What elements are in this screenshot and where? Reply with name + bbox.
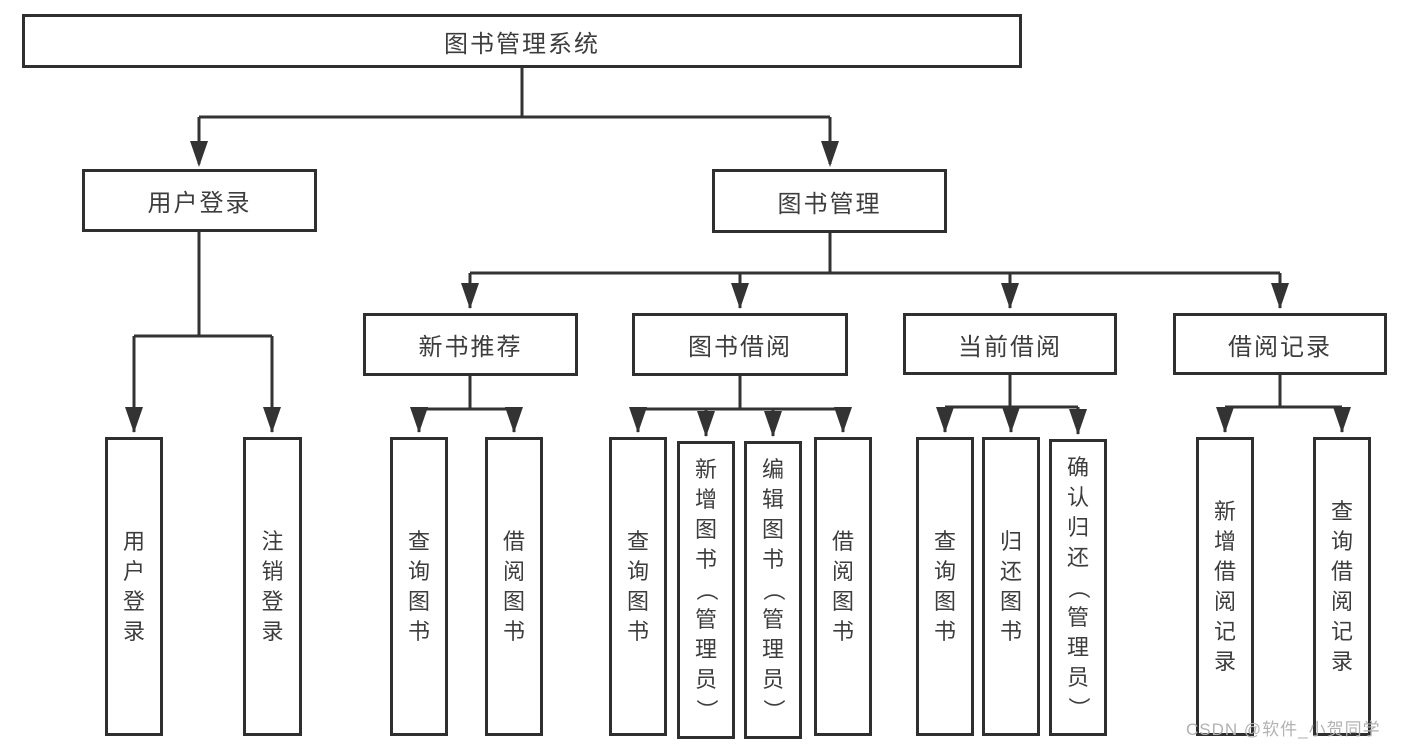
arrow-down-icon bbox=[936, 407, 954, 433]
arrow-down-icon bbox=[1216, 407, 1234, 433]
node-label: 图书管理 bbox=[777, 190, 882, 218]
arrow-down-icon bbox=[821, 141, 839, 167]
node-root: 图书管理系统 bbox=[22, 14, 1022, 68]
leaf-label: 注销登录 bbox=[261, 528, 284, 644]
leaf-user-login: 用户登录 bbox=[105, 437, 163, 736]
leaf-query-borrow-record: 查询借阅记录 bbox=[1313, 437, 1371, 736]
node-label: 借阅记录 bbox=[1228, 333, 1332, 361]
arrow-down-icon bbox=[263, 407, 281, 433]
arrow-down-icon bbox=[410, 407, 428, 433]
arrow-down-icon bbox=[1001, 283, 1019, 309]
arrowheads-level2 bbox=[190, 141, 839, 167]
connector-book-management-children bbox=[468, 232, 1282, 308]
leaf-query-books-recommend: 查询图书 bbox=[390, 437, 448, 736]
node-borrow-records: 借阅记录 bbox=[1173, 313, 1387, 375]
leaf-query-books-borrow: 查询图书 bbox=[609, 437, 667, 736]
leaf-label: 用户登录 bbox=[122, 528, 145, 644]
arrow-down-icon bbox=[505, 407, 523, 433]
arrow-down-icon bbox=[1002, 407, 1020, 433]
csdn-watermark: CSDN @软件_小贺同学 bbox=[1186, 720, 1381, 739]
arrow-down-icon bbox=[834, 407, 852, 433]
leaf-label: 确认归还（管理员） bbox=[1065, 454, 1091, 719]
node-label: 当前借阅 bbox=[958, 333, 1062, 361]
leaf-edit-books-admin: 编辑图书（管理员） bbox=[744, 441, 802, 739]
leaf-label: 新增借阅记录 bbox=[1213, 498, 1236, 674]
arrow-down-icon bbox=[190, 141, 208, 167]
leaf-add-books-admin: 新增图书（管理员） bbox=[677, 441, 735, 739]
arrowheads-level3 bbox=[461, 283, 1289, 309]
arrowheads-new-book bbox=[410, 407, 523, 433]
node-label: 用户登录 bbox=[147, 190, 252, 217]
node-current-borrow: 当前借阅 bbox=[903, 313, 1117, 375]
node-user-login: 用户登录 bbox=[82, 169, 317, 232]
node-new-book-recommend: 新书推荐 bbox=[363, 313, 578, 376]
arrow-down-icon bbox=[697, 411, 715, 437]
leaf-label: 查询借阅记录 bbox=[1330, 498, 1353, 674]
arrowheads-user-login bbox=[125, 407, 281, 433]
arrow-down-icon bbox=[764, 411, 782, 437]
arrowheads-borrow-records bbox=[1216, 407, 1351, 433]
arrowheads-book-borrow bbox=[629, 407, 852, 437]
leaf-label: 新增图书（管理员） bbox=[693, 457, 719, 722]
node-root-label: 图书管理系统 bbox=[444, 30, 600, 58]
leaf-borrow-books: 借阅图书 bbox=[814, 437, 872, 736]
connector-new-book-children bbox=[417, 376, 516, 432]
leaf-add-borrow-record: 新增借阅记录 bbox=[1196, 437, 1254, 736]
arrow-down-icon bbox=[1333, 407, 1351, 433]
connector-book-borrow-children bbox=[636, 376, 845, 436]
arrow-down-icon bbox=[125, 407, 143, 433]
arrowheads-current-borrow bbox=[936, 407, 1087, 435]
arrow-down-icon bbox=[1271, 283, 1289, 309]
node-label: 新书推荐 bbox=[418, 334, 523, 361]
leaf-query-books-current: 查询图书 bbox=[916, 437, 974, 736]
arrow-down-icon bbox=[629, 407, 647, 433]
arrow-down-icon bbox=[1069, 409, 1087, 435]
connector-borrow-records-children bbox=[1223, 375, 1344, 432]
leaf-label: 借阅图书 bbox=[831, 528, 854, 644]
arrow-down-icon bbox=[461, 283, 479, 309]
node-book-borrow: 图书借阅 bbox=[632, 313, 848, 376]
leaf-confirm-return-admin: 确认归还（管理员） bbox=[1049, 439, 1107, 736]
node-book-management: 图书管理 bbox=[712, 169, 947, 233]
connector-user-login-children bbox=[132, 232, 274, 432]
node-label: 图书借阅 bbox=[688, 334, 792, 361]
leaf-label: 归还图书 bbox=[999, 528, 1022, 644]
arrow-down-icon bbox=[731, 283, 749, 309]
leaf-borrow-books-recommend: 借阅图书 bbox=[485, 437, 543, 736]
leaf-label: 借阅图书 bbox=[502, 528, 525, 644]
connector-root-to-level2 bbox=[197, 67, 832, 164]
leaf-label: 查询图书 bbox=[626, 528, 649, 644]
leaf-label: 编辑图书（管理员） bbox=[760, 457, 786, 722]
leaf-label: 查询图书 bbox=[407, 528, 430, 644]
leaf-logout: 注销登录 bbox=[243, 437, 302, 736]
leaf-return-books: 归还图书 bbox=[982, 437, 1040, 736]
leaf-label: 查询图书 bbox=[933, 528, 956, 644]
